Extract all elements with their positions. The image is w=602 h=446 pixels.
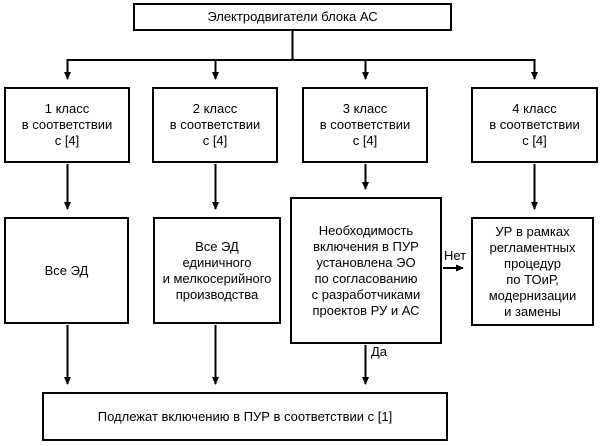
node-all-ed-single-production: Все ЭД единичного и мелкосерийного произ…: [153, 217, 281, 324]
edge-label-no: Нет: [444, 248, 467, 263]
edge-label-yes: Да: [371, 344, 388, 359]
node-include-in-pur: Подлежат включению в ПУР в соответствии …: [42, 392, 448, 441]
node-all-ed: Все ЭД: [4, 217, 129, 324]
node-ur-framework: УР в рамках регламентных процедур по ТОи…: [471, 217, 594, 326]
node-pur-necessity-decision: Необходимость включения в ПУР установлен…: [290, 197, 442, 344]
node-title: Электродвигатели блока АС: [133, 3, 452, 31]
node-class-1: 1 класс в соответствии с [4]: [4, 87, 130, 163]
node-class-3: 3 класс в соответствии с [4]: [302, 87, 428, 163]
node-class-2: 2 класс в соответствии с [4]: [152, 87, 278, 163]
node-class-4: 4 класс в соответствии с [4]: [471, 87, 598, 163]
